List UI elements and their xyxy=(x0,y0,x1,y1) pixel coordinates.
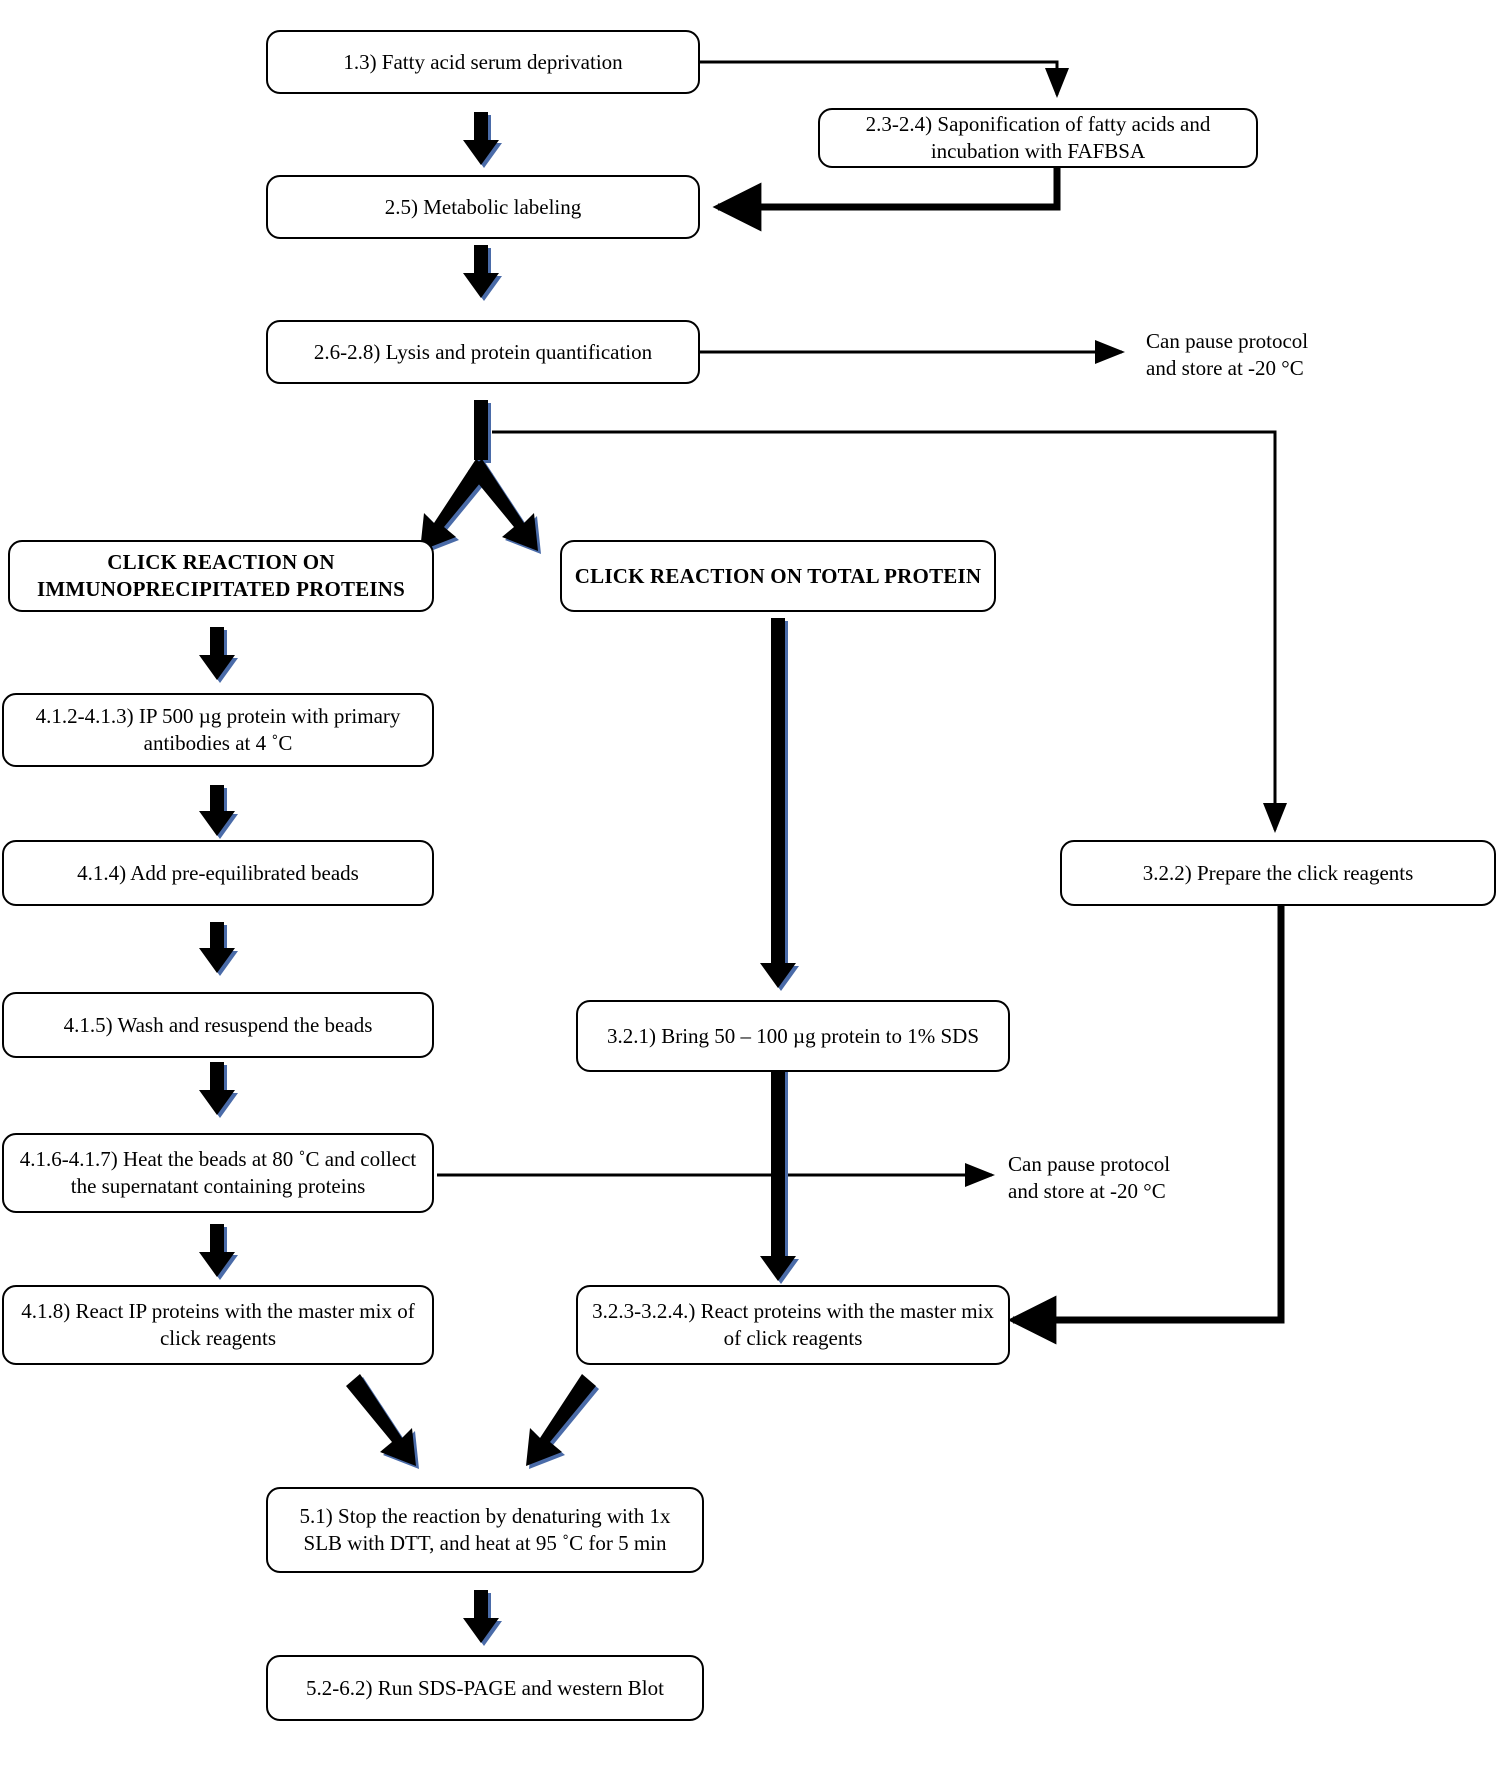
block-arrow-down-long-2 xyxy=(757,1052,799,1284)
block-arrow-down-5 xyxy=(196,920,238,976)
node-react-ip-proteins[interactable]: 4.1.8) React IP proteins with the master… xyxy=(2,1285,434,1365)
node-header-click-reaction-ip[interactable]: CLICK REACTION ON IMMUNOPRECIPITATED PRO… xyxy=(8,540,434,612)
block-arrow-merge-right xyxy=(508,1370,604,1478)
node-ip-500ug-protein[interactable]: 4.1.2-4.1.3) IP 500 µg protein with prim… xyxy=(2,693,434,767)
block-arrow-down-stem xyxy=(460,400,502,463)
block-arrow-down-3 xyxy=(196,625,238,683)
node-wash-resuspend-beads[interactable]: 4.1.5) Wash and resuspend the beads xyxy=(2,992,434,1058)
node-prepare-click-reagents[interactable]: 3.2.2) Prepare the click reagents xyxy=(1060,840,1496,906)
block-arrow-down-1 xyxy=(460,110,502,168)
node-react-proteins-master-mix[interactable]: 3.2.3-3.2.4.) React proteins with the ma… xyxy=(576,1285,1010,1365)
node-metabolic-labeling[interactable]: 2.5) Metabolic labeling xyxy=(266,175,700,239)
block-arrow-down-7 xyxy=(196,1222,238,1280)
label-can-pause-protocol-mid: Can pause protocol and store at -20 °C xyxy=(1008,1152,1171,1204)
node-fatty-acid-serum-deprivation[interactable]: 1.3) Fatty acid serum deprivation xyxy=(266,30,700,94)
node-saponification[interactable]: 2.3-2.4) Saponification of fatty acids a… xyxy=(818,108,1258,168)
node-run-sds-page-western-blot[interactable]: 5.2-6.2) Run SDS-PAGE and western Blot xyxy=(266,1655,704,1721)
node-header-click-reaction-total[interactable]: CLICK REACTION ON TOTAL PROTEIN xyxy=(560,540,996,612)
node-add-pre-equilibrated-beads[interactable]: 4.1.4) Add pre-equilibrated beads xyxy=(2,840,434,906)
node-lysis-protein-quantification[interactable]: 2.6-2.8) Lysis and protein quantificatio… xyxy=(266,320,700,384)
node-bring-protein-to-sds[interactable]: 3.2.1) Bring 50 – 100 µg protein to 1% S… xyxy=(576,1000,1010,1072)
block-arrow-merge-left xyxy=(340,1370,436,1478)
node-stop-reaction-denaturing[interactable]: 5.1) Stop the reaction by denaturing wit… xyxy=(266,1487,704,1573)
block-arrow-split-right xyxy=(462,455,558,563)
block-arrow-down-8 xyxy=(460,1588,502,1646)
block-arrow-down-4 xyxy=(196,783,238,839)
block-arrow-down-2 xyxy=(460,243,502,301)
label-can-pause-protocol-top: Can pause protocol and store at -20 °C xyxy=(1146,329,1309,381)
block-arrow-down-long-1 xyxy=(757,616,799,991)
node-heat-beads-collect-supernatant[interactable]: 4.1.6-4.1.7) Heat the beads at 80 ˚C and… xyxy=(2,1133,434,1213)
block-arrow-down-6 xyxy=(196,1060,238,1118)
block-arrow-split-left xyxy=(402,455,498,563)
